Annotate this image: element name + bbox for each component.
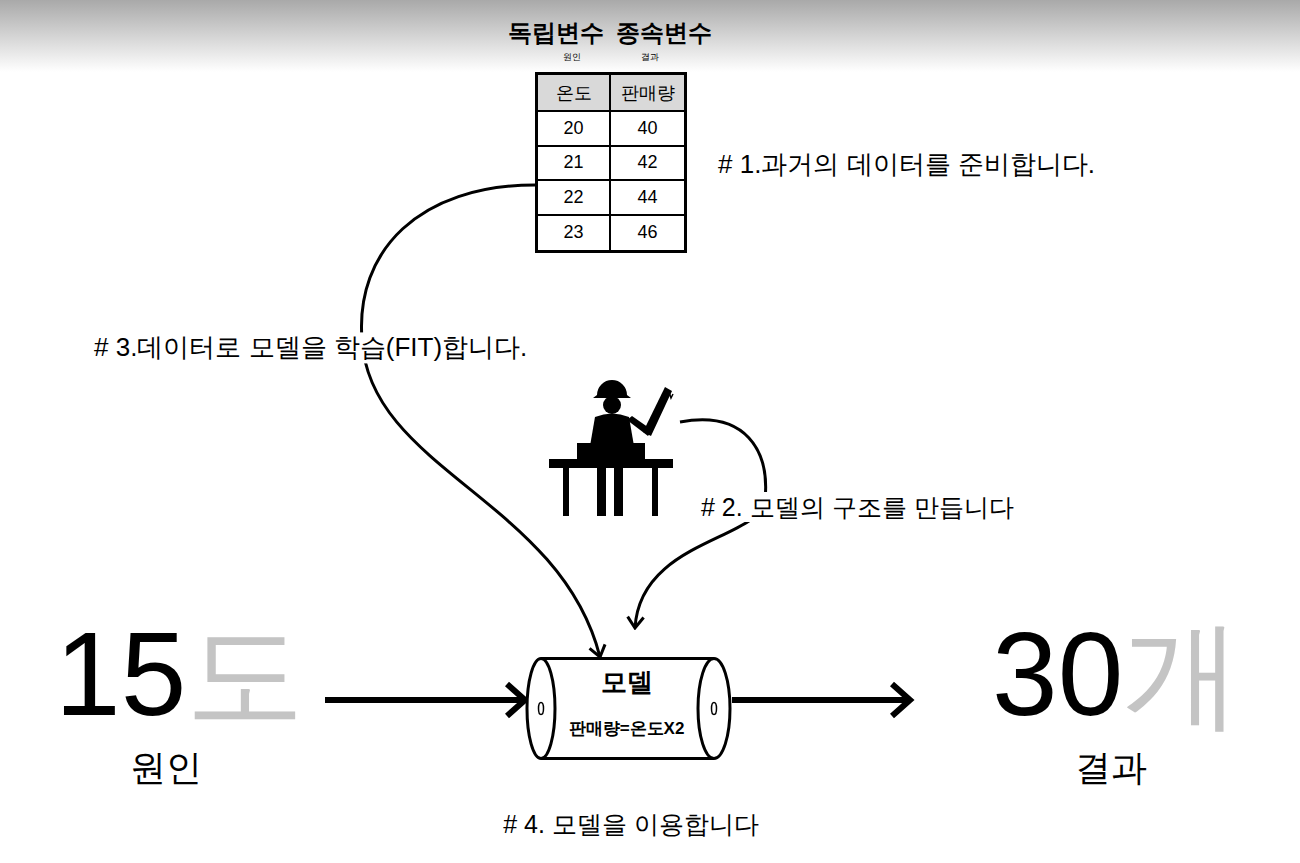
- cylinder-body: [541, 659, 714, 759]
- step-note: # 4. 모델을 이용합니다: [503, 809, 759, 839]
- table-cell: 23: [538, 216, 611, 251]
- table-cell: 42: [611, 147, 684, 182]
- role-caption: 원인: [45, 748, 325, 788]
- value-unit: 개: [1123, 608, 1241, 740]
- column-subheading: 원인: [563, 52, 581, 63]
- cylinder-hole: [712, 703, 717, 715]
- value-line: 15도: [45, 615, 325, 733]
- value-number: 30: [992, 608, 1123, 740]
- model-cylinder: 모델판매량=온도X2: [525, 657, 732, 760]
- value-number: 15: [55, 608, 186, 740]
- column-heading: 종속변수: [616, 19, 712, 48]
- fit-curve: [361, 185, 600, 657]
- cylinder-hole: [539, 703, 544, 715]
- model-title: 모델: [601, 667, 653, 697]
- step-note: # 3.데이터로 모델을 학습(FIT)합니다.: [90, 332, 531, 363]
- data-table: 온도판매량2040214222442346: [535, 72, 687, 253]
- cylinder-edge: [541, 757, 714, 760]
- table-cell: 판매량: [611, 75, 684, 112]
- worker-figure: [549, 380, 673, 516]
- table-cell: 46: [611, 216, 684, 251]
- column-heading: 독립변수: [508, 19, 604, 48]
- column-subheading: 결과: [641, 52, 659, 63]
- table-cell: 온도: [538, 75, 611, 112]
- value-unit: 도: [186, 608, 304, 740]
- table-cell: 20: [538, 112, 611, 147]
- flow-arrow: [325, 697, 525, 703]
- step-note: # 1.과거의 데이터를 준비합니다.: [718, 149, 1095, 180]
- leader-curve: [635, 420, 766, 628]
- cylinder-end: [698, 659, 730, 759]
- model-line: 판매량=온도X2: [557, 719, 696, 739]
- role-caption: 결과: [910, 748, 1250, 788]
- model-text: 모델판매량=온도X2: [525, 657, 732, 739]
- step-note: # 2. 모델의 구조를 만듭니다: [697, 492, 1018, 522]
- table-cell: 22: [538, 181, 611, 216]
- cylinder-end: [527, 659, 555, 759]
- model-line: 모델: [557, 667, 696, 697]
- model-formula: 판매량=온도X2: [569, 719, 685, 739]
- table-cell: 21: [538, 147, 611, 182]
- cause-value: 15도원인: [45, 615, 325, 785]
- flow-arrow: [732, 697, 910, 703]
- value-line: 30개: [910, 615, 1250, 733]
- cylinder-edge: [541, 657, 714, 660]
- result-value: 30개결과: [910, 615, 1250, 785]
- table-cell: 40: [611, 112, 684, 147]
- table-cell: 44: [611, 181, 684, 216]
